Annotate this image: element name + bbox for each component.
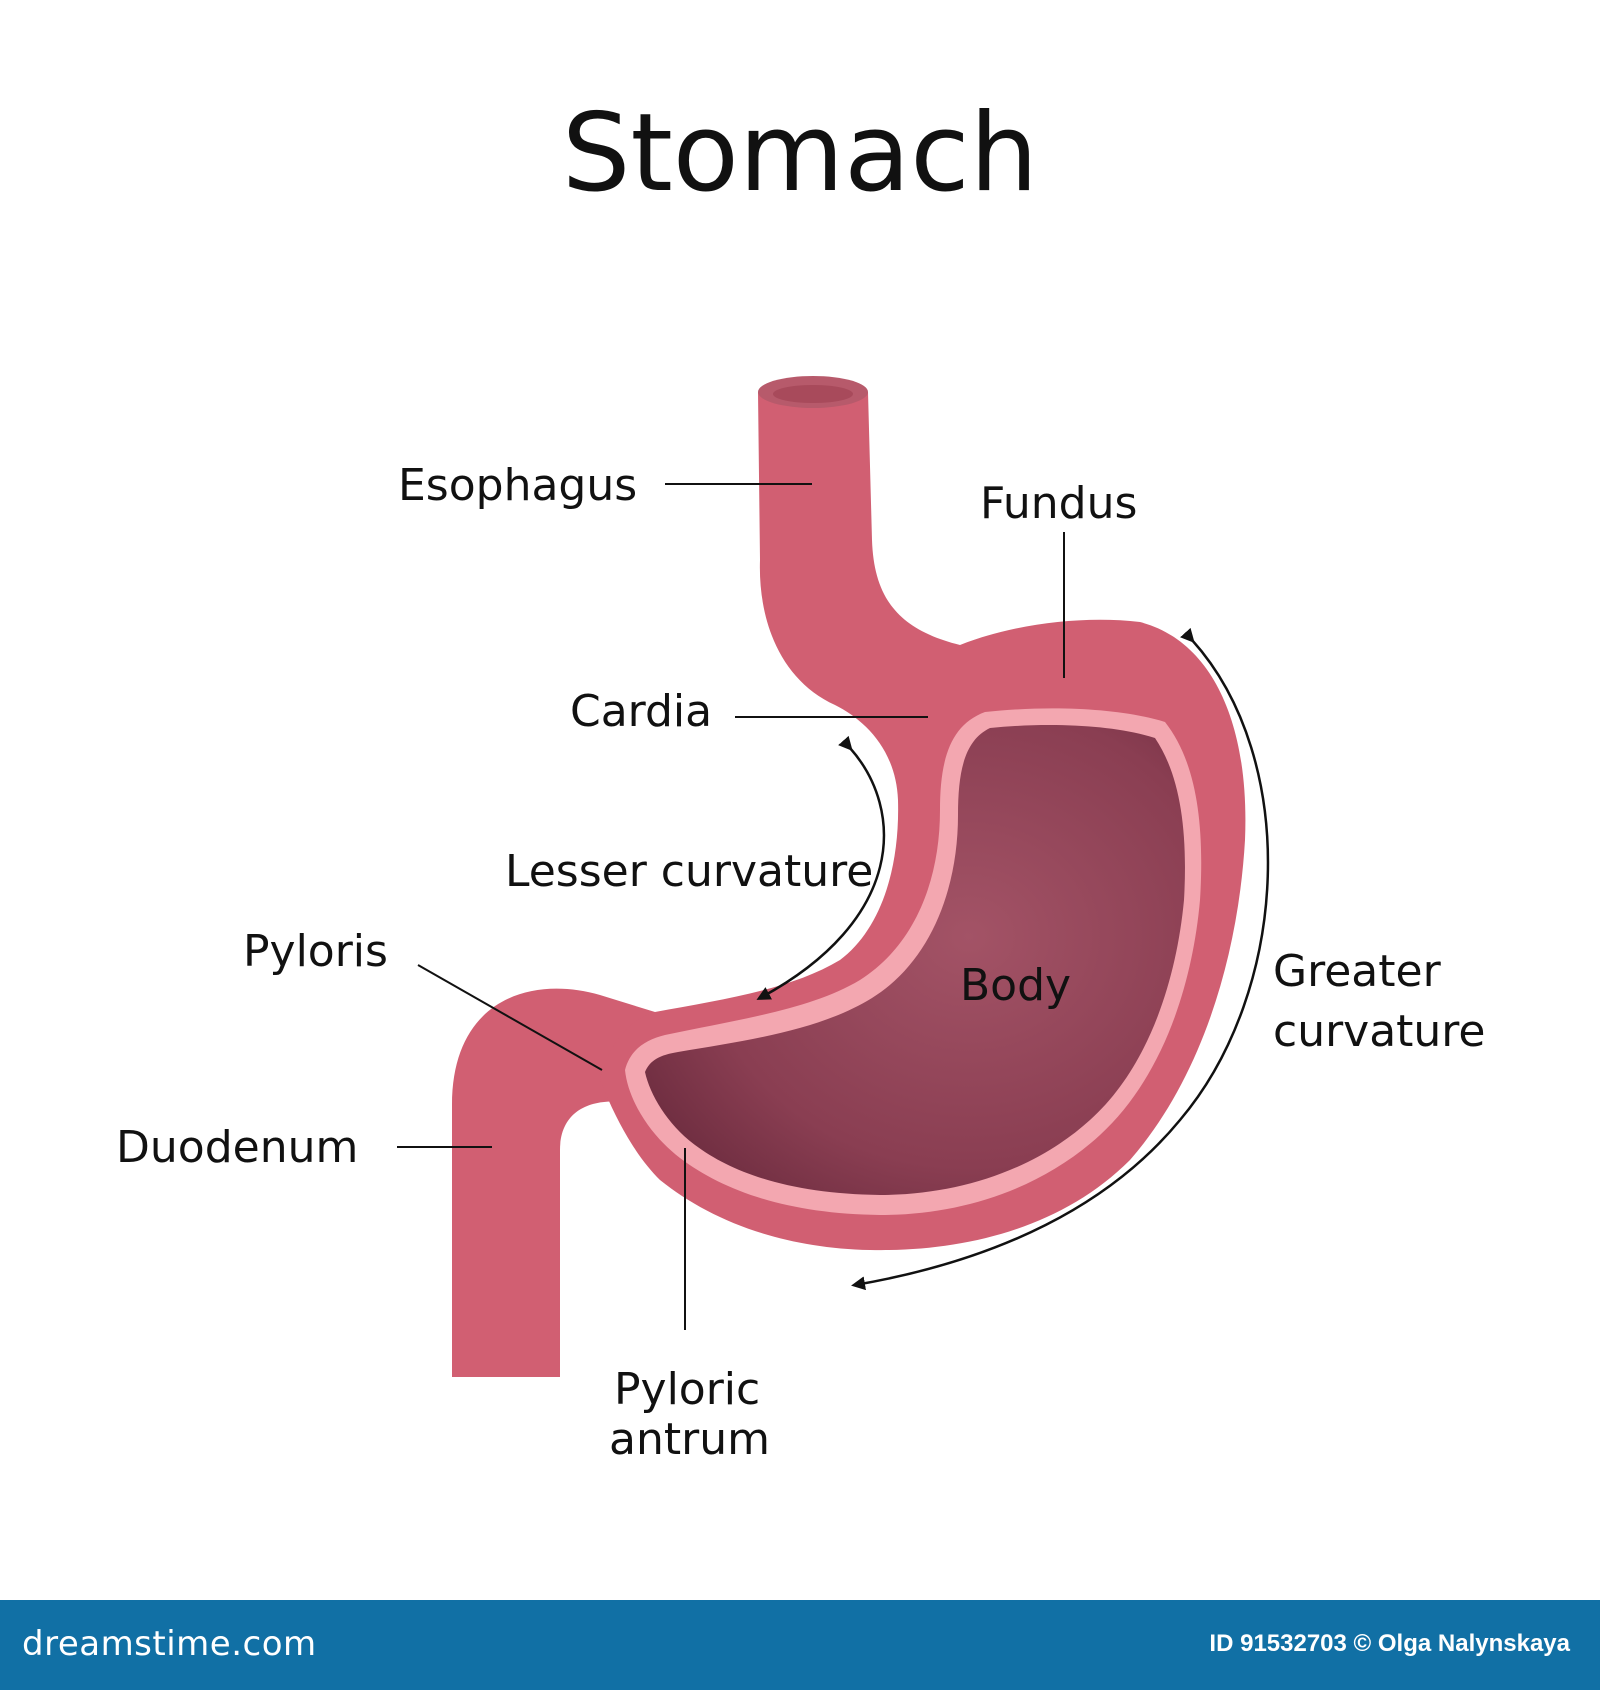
duodenum-label: Duodenum xyxy=(116,1122,358,1173)
greater-curvature-label-line2: curvature xyxy=(1273,1006,1486,1057)
page-title: Stomach xyxy=(561,91,1039,216)
esophagus-opening-inner xyxy=(773,385,853,403)
esophagus-label: Esophagus xyxy=(398,460,637,511)
footer-logo[interactable]: dreamstime.com xyxy=(22,1624,317,1664)
greater-curvature-label-line1: Greater xyxy=(1273,946,1442,997)
cardia-label: Cardia xyxy=(570,686,712,737)
lesser-curvature-label: Lesser curvature xyxy=(505,846,873,897)
pyloric-antrum-label-line2: antrum xyxy=(609,1414,770,1465)
footer-bar: dreamstime.com ID 91532703 © Olga Nalyns… xyxy=(0,1600,1600,1690)
fundus-label: Fundus xyxy=(980,478,1137,529)
pyloris-leader xyxy=(417,964,603,1071)
pyloris-label: Pyloris xyxy=(243,926,388,977)
body-label: Body xyxy=(960,960,1071,1011)
greater-curvature-arrow xyxy=(851,627,1270,1291)
footer-credit: ID 91532703 © Olga Nalynskaya xyxy=(1209,1630,1570,1657)
pyloric-antrum-label-line1: Pyloric xyxy=(614,1364,760,1415)
